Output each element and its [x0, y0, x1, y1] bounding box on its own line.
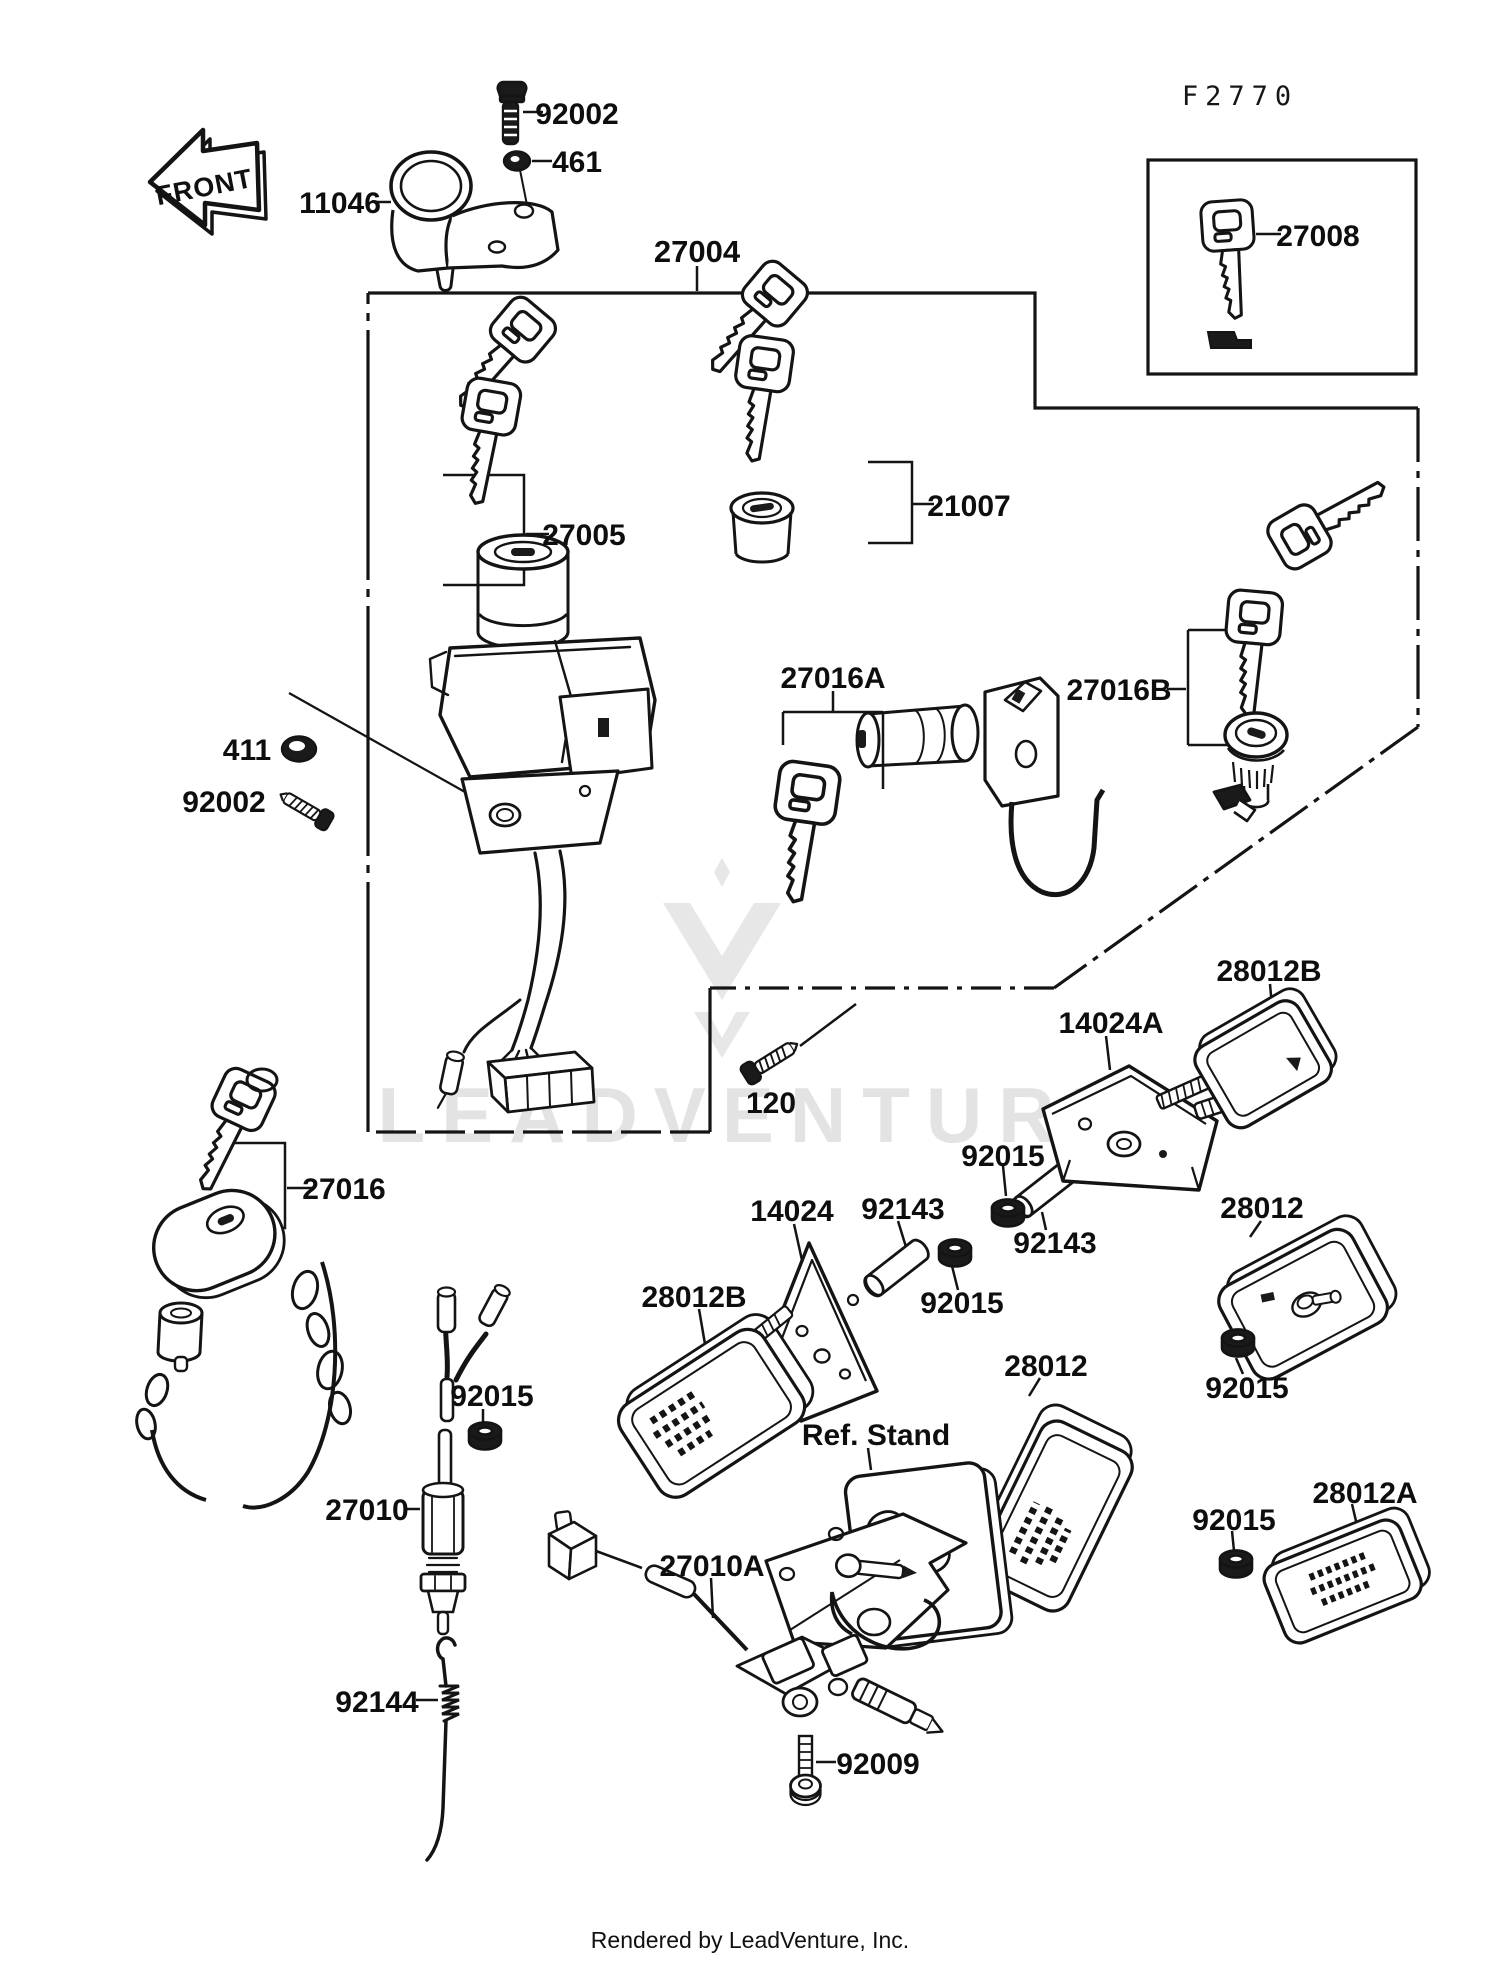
screw-92009	[789, 1734, 822, 1807]
part-label-461[interactable]: 461	[552, 146, 602, 179]
part-label-92009[interactable]: 92009	[836, 1748, 919, 1781]
nut-92015-cluster-mid	[937, 1238, 973, 1268]
part-label-92002-top[interactable]: 92002	[535, 98, 618, 131]
leadventure-logo-icon	[663, 858, 781, 1058]
nut-92015-below-28012	[1220, 1328, 1256, 1358]
nut-92015-bottom-left	[467, 1421, 503, 1451]
fork-lock-27016A	[760, 676, 1106, 908]
part-label-27016B[interactable]: 27016B	[1066, 674, 1171, 707]
front-arrow: FRONT	[147, 127, 268, 236]
key-27016	[176, 1062, 281, 1202]
part-label-92015-bottom-left[interactable]: 92015	[450, 1380, 533, 1413]
part-label-14024A[interactable]: 14024A	[1058, 1007, 1163, 1040]
part-label-ref-stand[interactable]: Ref. Stand	[802, 1419, 950, 1452]
leader-lines	[230, 110, 1358, 1764]
key-27016B-a	[1261, 462, 1400, 575]
grouping-boxes	[366, 158, 1420, 1134]
lock-cylinder-21007	[689, 254, 814, 564]
nut-92015-near-28012A	[1218, 1549, 1254, 1579]
reflector-28012B-right	[1155, 987, 1338, 1130]
part-label-92002-left[interactable]: 92002	[182, 786, 265, 819]
ignition-switch-27005	[428, 290, 657, 1114]
footer-credit: Rendered by LeadVenture, Inc.	[591, 1927, 909, 1953]
part-label-120[interactable]: 120	[746, 1087, 796, 1120]
part-label-92143-right[interactable]: 92143	[1013, 1227, 1096, 1260]
part-label-27016[interactable]: 27016	[302, 1173, 385, 1206]
reflector-28012-right	[1217, 1214, 1398, 1381]
seat-lock-27016B	[1212, 462, 1400, 823]
key-27016A	[760, 757, 844, 908]
part-label-27008[interactable]: 27008	[1276, 220, 1359, 253]
nut-92015-cluster-top	[990, 1198, 1026, 1228]
part-label-11046[interactable]: 11046	[299, 187, 381, 220]
drawing-code: F2770	[1182, 81, 1298, 112]
part-label-27010A[interactable]: 27010A	[659, 1550, 764, 1583]
box-27008	[1146, 158, 1418, 376]
part-label-21007[interactable]: 21007	[927, 490, 1010, 523]
stand-switch-27010A	[547, 1510, 944, 1734]
part-label-28012-mid[interactable]: 28012	[1004, 1350, 1087, 1383]
part-label-27005[interactable]: 27005	[542, 519, 625, 552]
part-label-411[interactable]: 411	[223, 734, 271, 767]
reflector-28012B-left	[616, 1305, 815, 1499]
part-label-92015-cluster-top[interactable]: 92015	[961, 1140, 1044, 1173]
part-label-28012A[interactable]: 28012A	[1312, 1477, 1417, 1510]
bolt-92002-top	[496, 80, 528, 146]
part-labels: 92002 461 11046 F2770 27008 27004 27005 …	[182, 81, 1417, 1781]
part-label-28012B-right[interactable]: 28012B	[1216, 955, 1321, 988]
helmet-lock-27016	[135, 1062, 353, 1510]
part-label-27010[interactable]: 27010	[325, 1494, 408, 1527]
spring-92144	[425, 1636, 460, 1862]
part-label-28012B-left[interactable]: 28012B	[641, 1281, 746, 1314]
screw-92002-left	[274, 784, 337, 833]
part-label-92015-below-28012[interactable]: 92015	[1205, 1372, 1288, 1405]
key-27016B-b	[1217, 587, 1286, 719]
part-label-28012-right[interactable]: 28012	[1220, 1192, 1303, 1225]
part-label-27016A[interactable]: 27016A	[780, 662, 885, 695]
part-label-27004[interactable]: 27004	[654, 234, 741, 269]
ref-stand-assembly	[764, 1461, 1014, 1651]
part-label-92015-cluster-mid[interactable]: 92015	[920, 1287, 1003, 1320]
washer-411	[280, 735, 318, 763]
bracket-11046	[389, 150, 560, 292]
grommet-461	[502, 150, 532, 172]
key-27008	[1198, 197, 1262, 349]
part-label-92144[interactable]: 92144	[335, 1686, 419, 1719]
part-label-92015-near-28012A[interactable]: 92015	[1192, 1504, 1275, 1537]
part-label-14024[interactable]: 14024	[750, 1195, 834, 1228]
part-label-92143-left[interactable]: 92143	[861, 1193, 944, 1226]
reflector-28012A	[1262, 1506, 1431, 1645]
switch-27010	[419, 1284, 511, 1636]
key-27005-b	[446, 374, 525, 510]
reflector-28012-mid	[974, 1403, 1134, 1613]
